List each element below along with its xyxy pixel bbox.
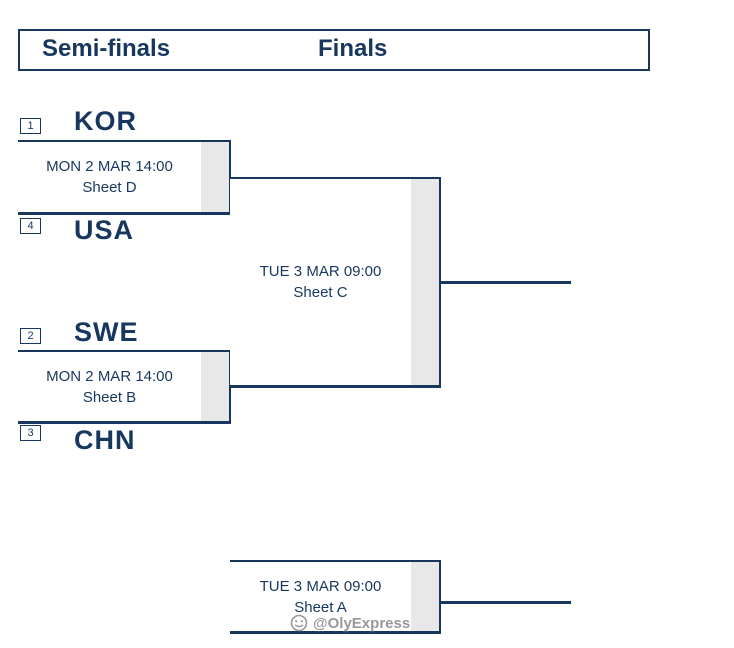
match-sheet: Sheet D (82, 179, 137, 196)
semifinals-heading: Semi-finals (42, 35, 171, 62)
match-sheet: Sheet B (82, 388, 137, 406)
team-name-swe: SWE (74, 317, 139, 347)
seed-box-1: 1 (20, 118, 41, 134)
seed-box-4: 4 (20, 218, 41, 234)
winner-connector-line (439, 281, 571, 284)
match-box-bronze: TUE 3 MAR 09:00 Sheet A (230, 560, 441, 634)
match-box-sf1: MON 2 MAR 14:00 Sheet D (18, 140, 231, 215)
match-info: TUE 3 MAR 09:00 Sheet A (230, 562, 411, 631)
score-strip (201, 142, 229, 212)
match-time: MON 2 MAR 14:00 (46, 158, 173, 175)
winner-connector-line (439, 601, 571, 604)
match-time: TUE 3 MAR 09:00 (259, 263, 382, 280)
match-info: TUE 3 MAR 09:00 Sheet C (230, 179, 411, 385)
finals-heading: Finals (318, 35, 388, 62)
match-box-final: TUE 3 MAR 09:00 Sheet C (230, 177, 441, 388)
seed-box-3: 3 (20, 425, 41, 441)
match-info: MON 2 MAR 14:00 Sheet B (18, 352, 201, 421)
match-info: MON 2 MAR 14:00 Sheet D (18, 142, 201, 212)
match-sheet: Sheet A (294, 598, 347, 616)
match-box-sf2: MON 2 MAR 14:00 Sheet B (18, 350, 231, 424)
header-bar: Semi-finals Finals (18, 29, 650, 71)
match-sheet: Sheet C (293, 284, 348, 301)
match-time: TUE 3 MAR 09:00 (259, 577, 382, 595)
seed-box-2: 2 (20, 328, 41, 344)
team-name-usa: USA (74, 215, 135, 245)
olyexpress-watermark: @OlyExpress (290, 614, 410, 632)
watermark-text: @OlyExpress (313, 614, 411, 632)
score-strip (201, 352, 229, 421)
match-time: MON 2 MAR 14:00 (46, 367, 173, 385)
score-strip (411, 562, 439, 631)
score-strip (411, 179, 439, 385)
team-name-kor: KOR (74, 106, 137, 136)
smiley-icon (290, 614, 308, 632)
team-name-chn: CHN (74, 425, 136, 455)
